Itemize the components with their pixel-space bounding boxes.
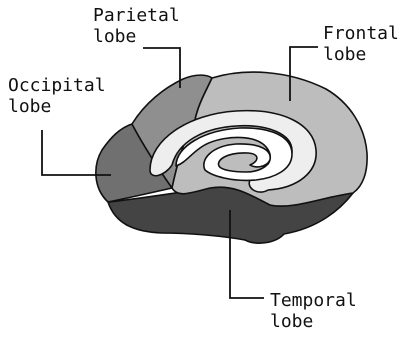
frontal-lobe-label: Frontal lobe <box>323 23 399 65</box>
temporal-lobe-label: Temporal lobe <box>270 290 357 332</box>
occipital-lobe-label: Occipital lobe <box>8 75 106 117</box>
parietal-lobe-label: Parietal lobe <box>93 5 180 47</box>
parietal-leader-line <box>143 48 180 88</box>
